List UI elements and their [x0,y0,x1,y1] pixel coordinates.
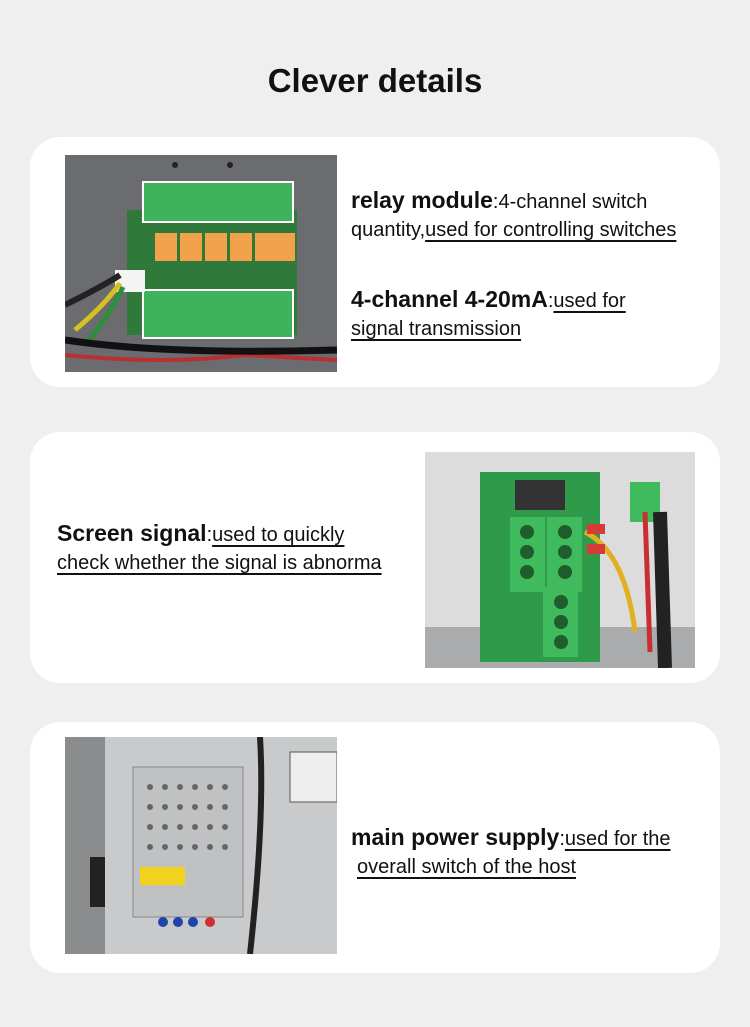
page-title: Clever details [267,62,483,99]
relay-text: 4-channel switch [498,191,648,213]
power-supply-heading: main power supply [351,824,560,850]
relay-module-heading: relay module [351,187,493,213]
power-supply-card: main power supply:used for the overall s… [30,722,720,973]
screen-signal-board-photo [425,452,695,668]
power-supply-description: main power supply:used for the overall s… [351,824,671,878]
screen-signal-card: Screen signal:used to quickly check whet… [30,432,720,683]
power-supply-photo [65,737,337,954]
screen-signal-description: Screen signal:used to quickly check whet… [57,520,382,574]
relay-module-photo [65,155,337,372]
relay-card: relay module:4-channel switch quantity,u… [30,137,720,387]
analog-channel-description: 4-channel 4-20mA:used for signal transmi… [351,286,626,340]
analog-channel-heading: 4-channel 4-20mA [351,286,548,312]
screen-signal-heading: Screen signal [57,520,207,546]
relay-module-description: relay module:4-channel switch quantity,u… [351,187,677,241]
